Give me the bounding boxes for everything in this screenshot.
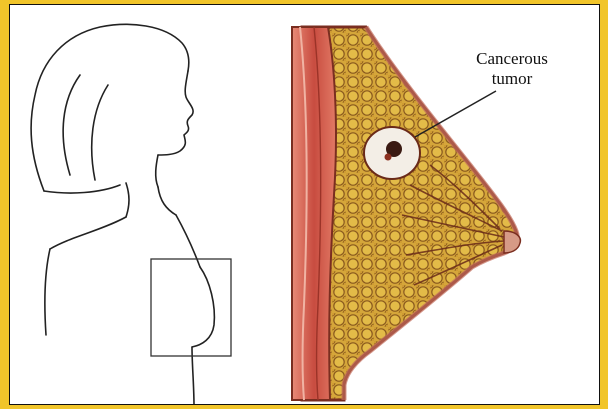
tumor-label-line2: tumor [452,69,572,89]
woman-profile-illustration [31,24,214,405]
tumor-annotation: Cancerous tumor [452,49,572,89]
tumor-label-line1: Cancerous [452,49,572,69]
chest-muscle [292,27,336,400]
illustration-panel: Cancerous tumor [9,4,600,405]
zoom-region-box [151,259,231,356]
